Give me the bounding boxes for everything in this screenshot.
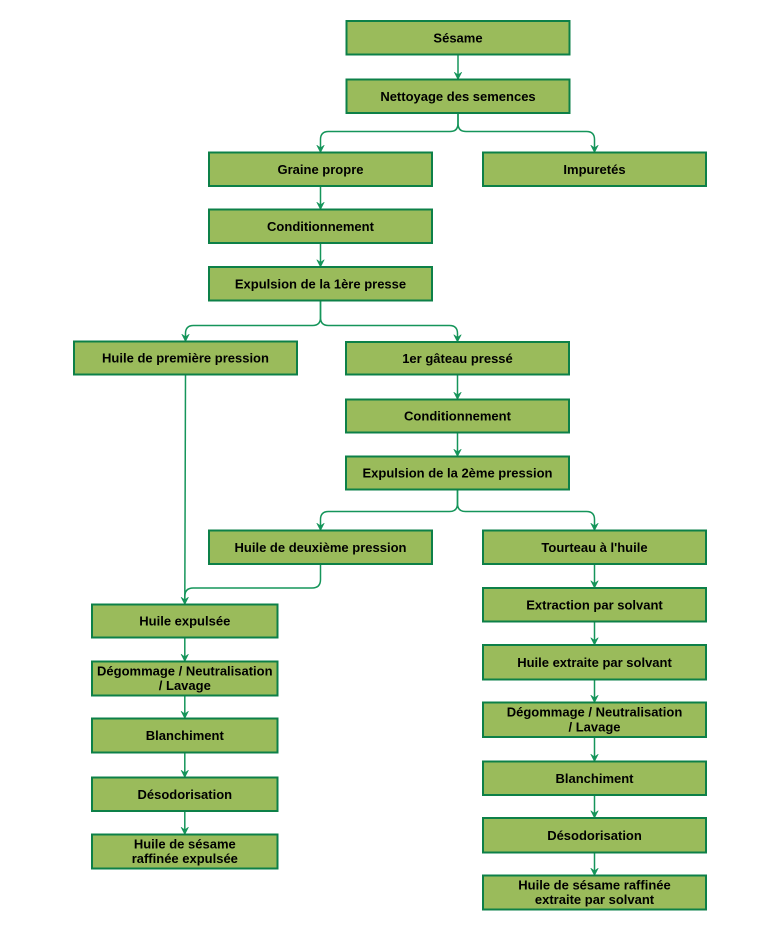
svg-text:Blanchiment: Blanchiment — [555, 771, 634, 786]
svg-text:Tourteau à l'huile: Tourteau à l'huile — [541, 540, 647, 555]
svg-text:Conditionnement: Conditionnement — [267, 219, 375, 234]
svg-text:Conditionnement: Conditionnement — [404, 409, 512, 424]
svg-text:Huile de deuxième pression: Huile de deuxième pression — [235, 540, 407, 555]
svg-text:Huile extraite par solvant: Huile extraite par solvant — [517, 655, 672, 670]
svg-text:Huile de première pression: Huile de première pression — [102, 351, 269, 366]
svg-text:extraite par solvant: extraite par solvant — [535, 892, 655, 907]
svg-text:Huile de sésame raffinée: Huile de sésame raffinée — [518, 877, 670, 892]
svg-text:Graine propre: Graine propre — [278, 162, 364, 177]
svg-text:Impuretés: Impuretés — [563, 162, 625, 177]
svg-text:Dégommage / Neutralisation: Dégommage / Neutralisation — [97, 663, 273, 678]
svg-text:Huile expulsée: Huile expulsée — [139, 614, 230, 629]
svg-text:Expulsion de la 2ème pression: Expulsion de la 2ème pression — [362, 466, 552, 481]
svg-text:Désodorisation: Désodorisation — [547, 828, 642, 843]
svg-text:/ Lavage: / Lavage — [568, 719, 620, 734]
svg-text:raffinée expulsée: raffinée expulsée — [132, 851, 238, 866]
svg-text:1er gâteau pressé: 1er gâteau pressé — [402, 351, 513, 366]
svg-text:Expulsion de la 1ère presse: Expulsion de la 1ère presse — [235, 276, 406, 291]
svg-text:Sésame: Sésame — [433, 30, 482, 45]
svg-text:Désodorisation: Désodorisation — [137, 787, 232, 802]
svg-text:Extraction par solvant: Extraction par solvant — [526, 597, 663, 612]
svg-text:Blanchiment: Blanchiment — [146, 728, 225, 743]
svg-text:Dégommage / Neutralisation: Dégommage / Neutralisation — [507, 705, 683, 720]
svg-text:/ Lavage: / Lavage — [159, 678, 211, 693]
svg-text:Nettoyage des semences: Nettoyage des semences — [380, 89, 535, 104]
svg-text:Huile de sésame: Huile de sésame — [134, 836, 236, 851]
